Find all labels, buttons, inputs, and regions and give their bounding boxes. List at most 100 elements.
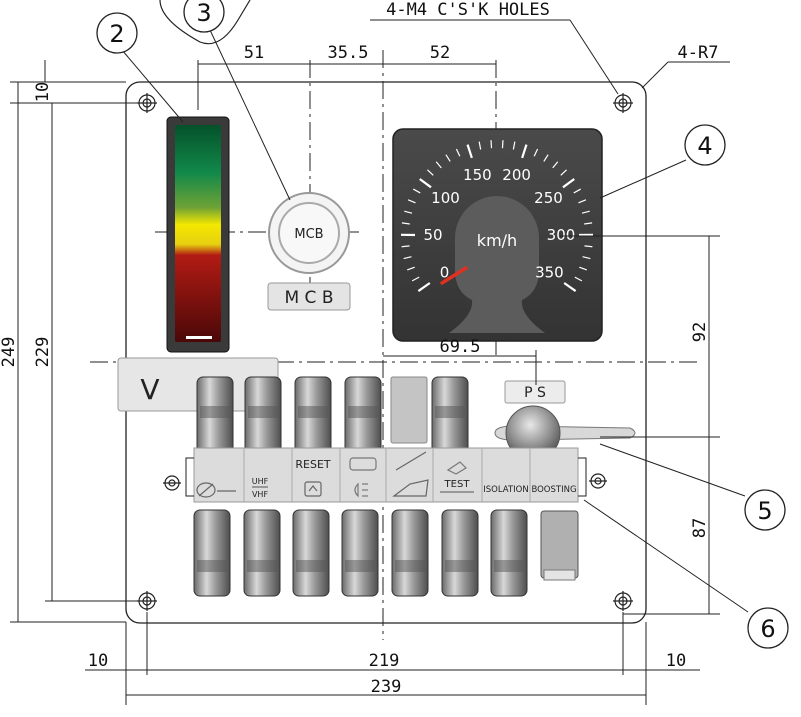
mcb-button[interactable] bbox=[278, 202, 340, 264]
dim-10-top: 10 bbox=[33, 82, 53, 102]
toggle-switch[interactable] bbox=[193, 509, 231, 597]
dim-249: 249 bbox=[0, 337, 19, 368]
gauge-unit: km/h bbox=[477, 231, 517, 250]
callout-6: 6 bbox=[747, 607, 789, 649]
gauge-tick bbox=[521, 144, 528, 159]
dimension-lines bbox=[10, 19, 749, 705]
level-bar-marker bbox=[186, 336, 212, 339]
toggle-switch[interactable] bbox=[196, 376, 234, 464]
horn-icon bbox=[392, 451, 429, 497]
uhf-label: UHF bbox=[252, 477, 269, 486]
toggle-switch[interactable] bbox=[431, 376, 469, 464]
gauge-label: 0 bbox=[440, 264, 450, 282]
gauge-tick bbox=[445, 154, 451, 162]
toggle-switch[interactable] bbox=[341, 509, 379, 597]
gauge-tick bbox=[407, 199, 416, 204]
isolation-label: ISOLATION bbox=[483, 485, 528, 495]
mounting-hole bbox=[613, 93, 633, 113]
gauge-label: 150 bbox=[463, 166, 492, 184]
gauge-tick bbox=[427, 169, 434, 176]
gauge-label: 300 bbox=[547, 226, 576, 244]
boosting-label: BOOSTING bbox=[531, 485, 576, 495]
toggle-switch[interactable] bbox=[490, 509, 528, 597]
toggle-switch[interactable] bbox=[294, 376, 332, 464]
top-partial-outline bbox=[159, 0, 251, 45]
gauge-label: 200 bbox=[502, 166, 531, 184]
gauge-tick bbox=[401, 245, 410, 248]
gauge-tick bbox=[562, 178, 575, 189]
toggle-switch[interactable] bbox=[243, 509, 281, 597]
dim-35-5: 35.5 bbox=[328, 43, 369, 63]
callout-5: 5 bbox=[744, 489, 786, 531]
gauge-tick bbox=[552, 161, 559, 169]
gauge-tick bbox=[584, 222, 593, 225]
headlight-icon bbox=[349, 457, 377, 498]
gauge-tick bbox=[560, 169, 567, 176]
gauge-tick bbox=[543, 154, 549, 162]
gauge-needle bbox=[440, 266, 468, 285]
gauge-tick bbox=[401, 222, 410, 225]
vhf-label: VHF bbox=[252, 490, 268, 499]
gauge-tick bbox=[403, 256, 412, 260]
level-bar bbox=[175, 125, 221, 342]
gauge-tick bbox=[419, 178, 432, 189]
ps-label: P S bbox=[524, 385, 546, 401]
gauge-label: 250 bbox=[534, 189, 563, 207]
hand-icon bbox=[446, 461, 467, 475]
gauge-tick bbox=[478, 141, 482, 150]
reset-label: RESET bbox=[295, 458, 331, 471]
gauge-label: 350 bbox=[535, 264, 564, 282]
gauge-tick bbox=[411, 276, 420, 282]
boosting-indicator bbox=[540, 510, 579, 581]
gauge-tick bbox=[455, 148, 461, 157]
test-label: TEST bbox=[444, 479, 471, 490]
gauge-tick bbox=[563, 282, 577, 292]
voltmeter-label: V bbox=[140, 373, 159, 406]
gauge-tick bbox=[581, 210, 590, 214]
gauge-tick bbox=[412, 188, 421, 194]
dim-69-5: 69.5 bbox=[440, 337, 481, 357]
gauge-tick bbox=[512, 141, 516, 150]
gauge-tick bbox=[406, 266, 415, 271]
ps-plate bbox=[504, 380, 566, 404]
mcb-plate-label: M C B bbox=[284, 288, 333, 308]
toggle-switch[interactable] bbox=[441, 509, 479, 597]
gauge-tick bbox=[579, 266, 588, 271]
gauge-tick bbox=[578, 199, 587, 204]
toggle-switch[interactable] bbox=[292, 509, 330, 597]
svg-text:3: 3 bbox=[196, 0, 211, 27]
mounting-hole bbox=[163, 475, 181, 491]
svg-text:5: 5 bbox=[757, 497, 772, 525]
gauge-tick bbox=[573, 188, 582, 194]
dim-10-right: 10 bbox=[666, 651, 686, 671]
gauge-tick bbox=[404, 210, 413, 214]
callout-2: 2 bbox=[96, 12, 138, 54]
gauge-tick bbox=[582, 256, 591, 260]
gauge-tick bbox=[533, 148, 539, 157]
gauge-tick bbox=[417, 282, 431, 292]
gauge-hub bbox=[449, 196, 545, 333]
dim-51: 51 bbox=[244, 43, 264, 63]
dim-10-left: 10 bbox=[88, 651, 108, 671]
toggle-switch[interactable] bbox=[244, 376, 282, 464]
dim-87: 87 bbox=[690, 518, 710, 538]
svg-text:4: 4 bbox=[697, 132, 712, 160]
dim-92: 92 bbox=[690, 322, 710, 342]
gauge-tick bbox=[584, 245, 593, 248]
dim-239: 239 bbox=[371, 677, 402, 697]
corner-radius-note: 4-R7 bbox=[678, 43, 719, 63]
callout-4: 4 bbox=[684, 124, 726, 166]
strip-bracket bbox=[185, 457, 194, 497]
toggle-switch[interactable] bbox=[391, 509, 429, 597]
mounting-hole bbox=[589, 473, 607, 489]
wiper-icon bbox=[196, 482, 236, 498]
gauge-tick bbox=[574, 276, 583, 282]
mcb-plate bbox=[267, 282, 351, 311]
strip-bracket bbox=[578, 457, 587, 497]
gauge-tick-group bbox=[400, 140, 594, 292]
dim-52: 52 bbox=[430, 43, 450, 63]
gauge-label: 100 bbox=[431, 189, 460, 207]
callout-3: 3 bbox=[183, 0, 225, 33]
blank-slot bbox=[390, 376, 428, 444]
